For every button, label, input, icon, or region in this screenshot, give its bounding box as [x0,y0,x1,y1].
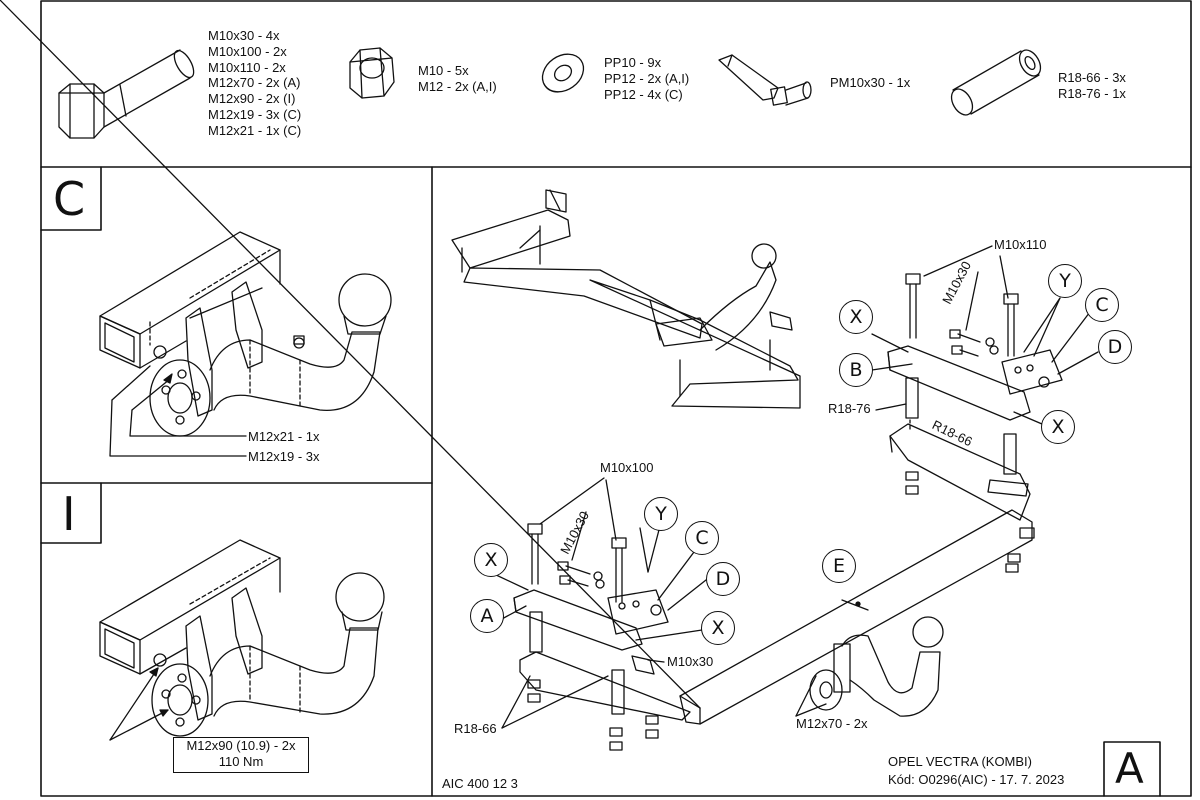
label-r18-76: R18-76 [828,401,871,416]
panel-c-letter: C [53,172,86,226]
bracket-label: PM10x30 - 1x [830,75,911,90]
callout-b: B [839,353,873,387]
callout-x: X [474,543,508,577]
spacer-tube-icon [950,49,1042,116]
nut-item: M10 - 5x [418,63,469,78]
label-m12x70: M12x70 - 2x [796,716,868,731]
callout-e: E [822,549,856,583]
callout-c: C [685,521,719,555]
spacer-list: R18-66 - 3x R18-76 - 1x [1058,70,1126,102]
panel-i-letter: I [62,487,76,541]
callout-d: D [706,562,740,596]
sheet-letter: A [1115,744,1144,793]
washer-list: PP10 - 9x PP12 - 2x (A,I) PP12 - 4x (C) [604,55,689,103]
callout-y: Y [1048,264,1082,298]
callout-y: Y [644,497,678,531]
washer-item: PP12 - 2x (A,I) [604,71,690,86]
callout-c: C [1085,288,1119,322]
spacer-item: R18-76 - 1x [1058,86,1126,101]
torque-value: 110 Nm [218,754,264,769]
label-m10x110: M10x110 [994,237,1047,252]
left-bracket-exploded [493,477,707,751]
callout-x: X [839,300,873,334]
document-code: Kód: O0296(AIC) - 17. 7. 2023 [888,772,1065,787]
callout-d: D [1098,330,1132,364]
assembly-overview [451,189,801,409]
drawing-code: AIC 400 12 3 [442,776,518,791]
label-m10x100: M10x100 [600,460,654,475]
callout-a: A [470,599,504,633]
frame-lines [40,0,1192,797]
bolt-item: M12x19 - 3x (C) [208,106,302,122]
label-m10x30-bracket: M10x30 [667,654,714,669]
torque-bolt-label: M12x90 (10.9) - 2x [186,738,296,753]
bolt-item: M12x21 - 1x (C) [208,122,302,138]
bolt-item: M10x30 - 4x [208,28,280,43]
nut-item: M12 - 2x (A,I) [418,79,497,94]
right-bracket-exploded [871,245,1099,573]
callout-x: X [701,611,735,645]
washer-icon [541,53,585,93]
bolt-item: M12x90 - 2x (I) [208,91,296,107]
washer-item: PP10 - 9x [604,55,662,70]
torque-spec-box: M12x90 (10.9) - 2x 110 Nm [173,737,309,773]
bolt-icon [58,49,195,139]
bolt-item: M10x110 - 2x [208,59,286,75]
spacer-item: R18-66 - 3x [1058,70,1126,85]
nut-list: M10 - 5x M12 - 2x (A,I) [418,63,497,95]
bolt-list: M10x30 - 4x M10x100 - 2x M10x110 - 2x M1… [208,28,301,139]
cross-beam [0,0,1035,725]
panel-c-drawing [99,231,392,457]
callout-x: X [1041,410,1075,444]
bolt-item: M10x100 - 2x [208,43,287,59]
bolt-item: M12x70 - 2x (A) [208,75,301,91]
vehicle-name: OPEL VECTRA (KOMBI) [888,754,1032,769]
panel-c-label-m12x19: M12x19 - 3x [248,449,320,464]
panel-i-drawing [99,539,385,741]
panel-c-label-m12x21: M12x21 - 1x [248,429,320,444]
bracket-icon [718,54,812,106]
washer-item: PP12 - 4x (C) [604,87,683,102]
label-r18-66-left: R18-66 [454,721,497,736]
nut-icon [349,47,395,99]
